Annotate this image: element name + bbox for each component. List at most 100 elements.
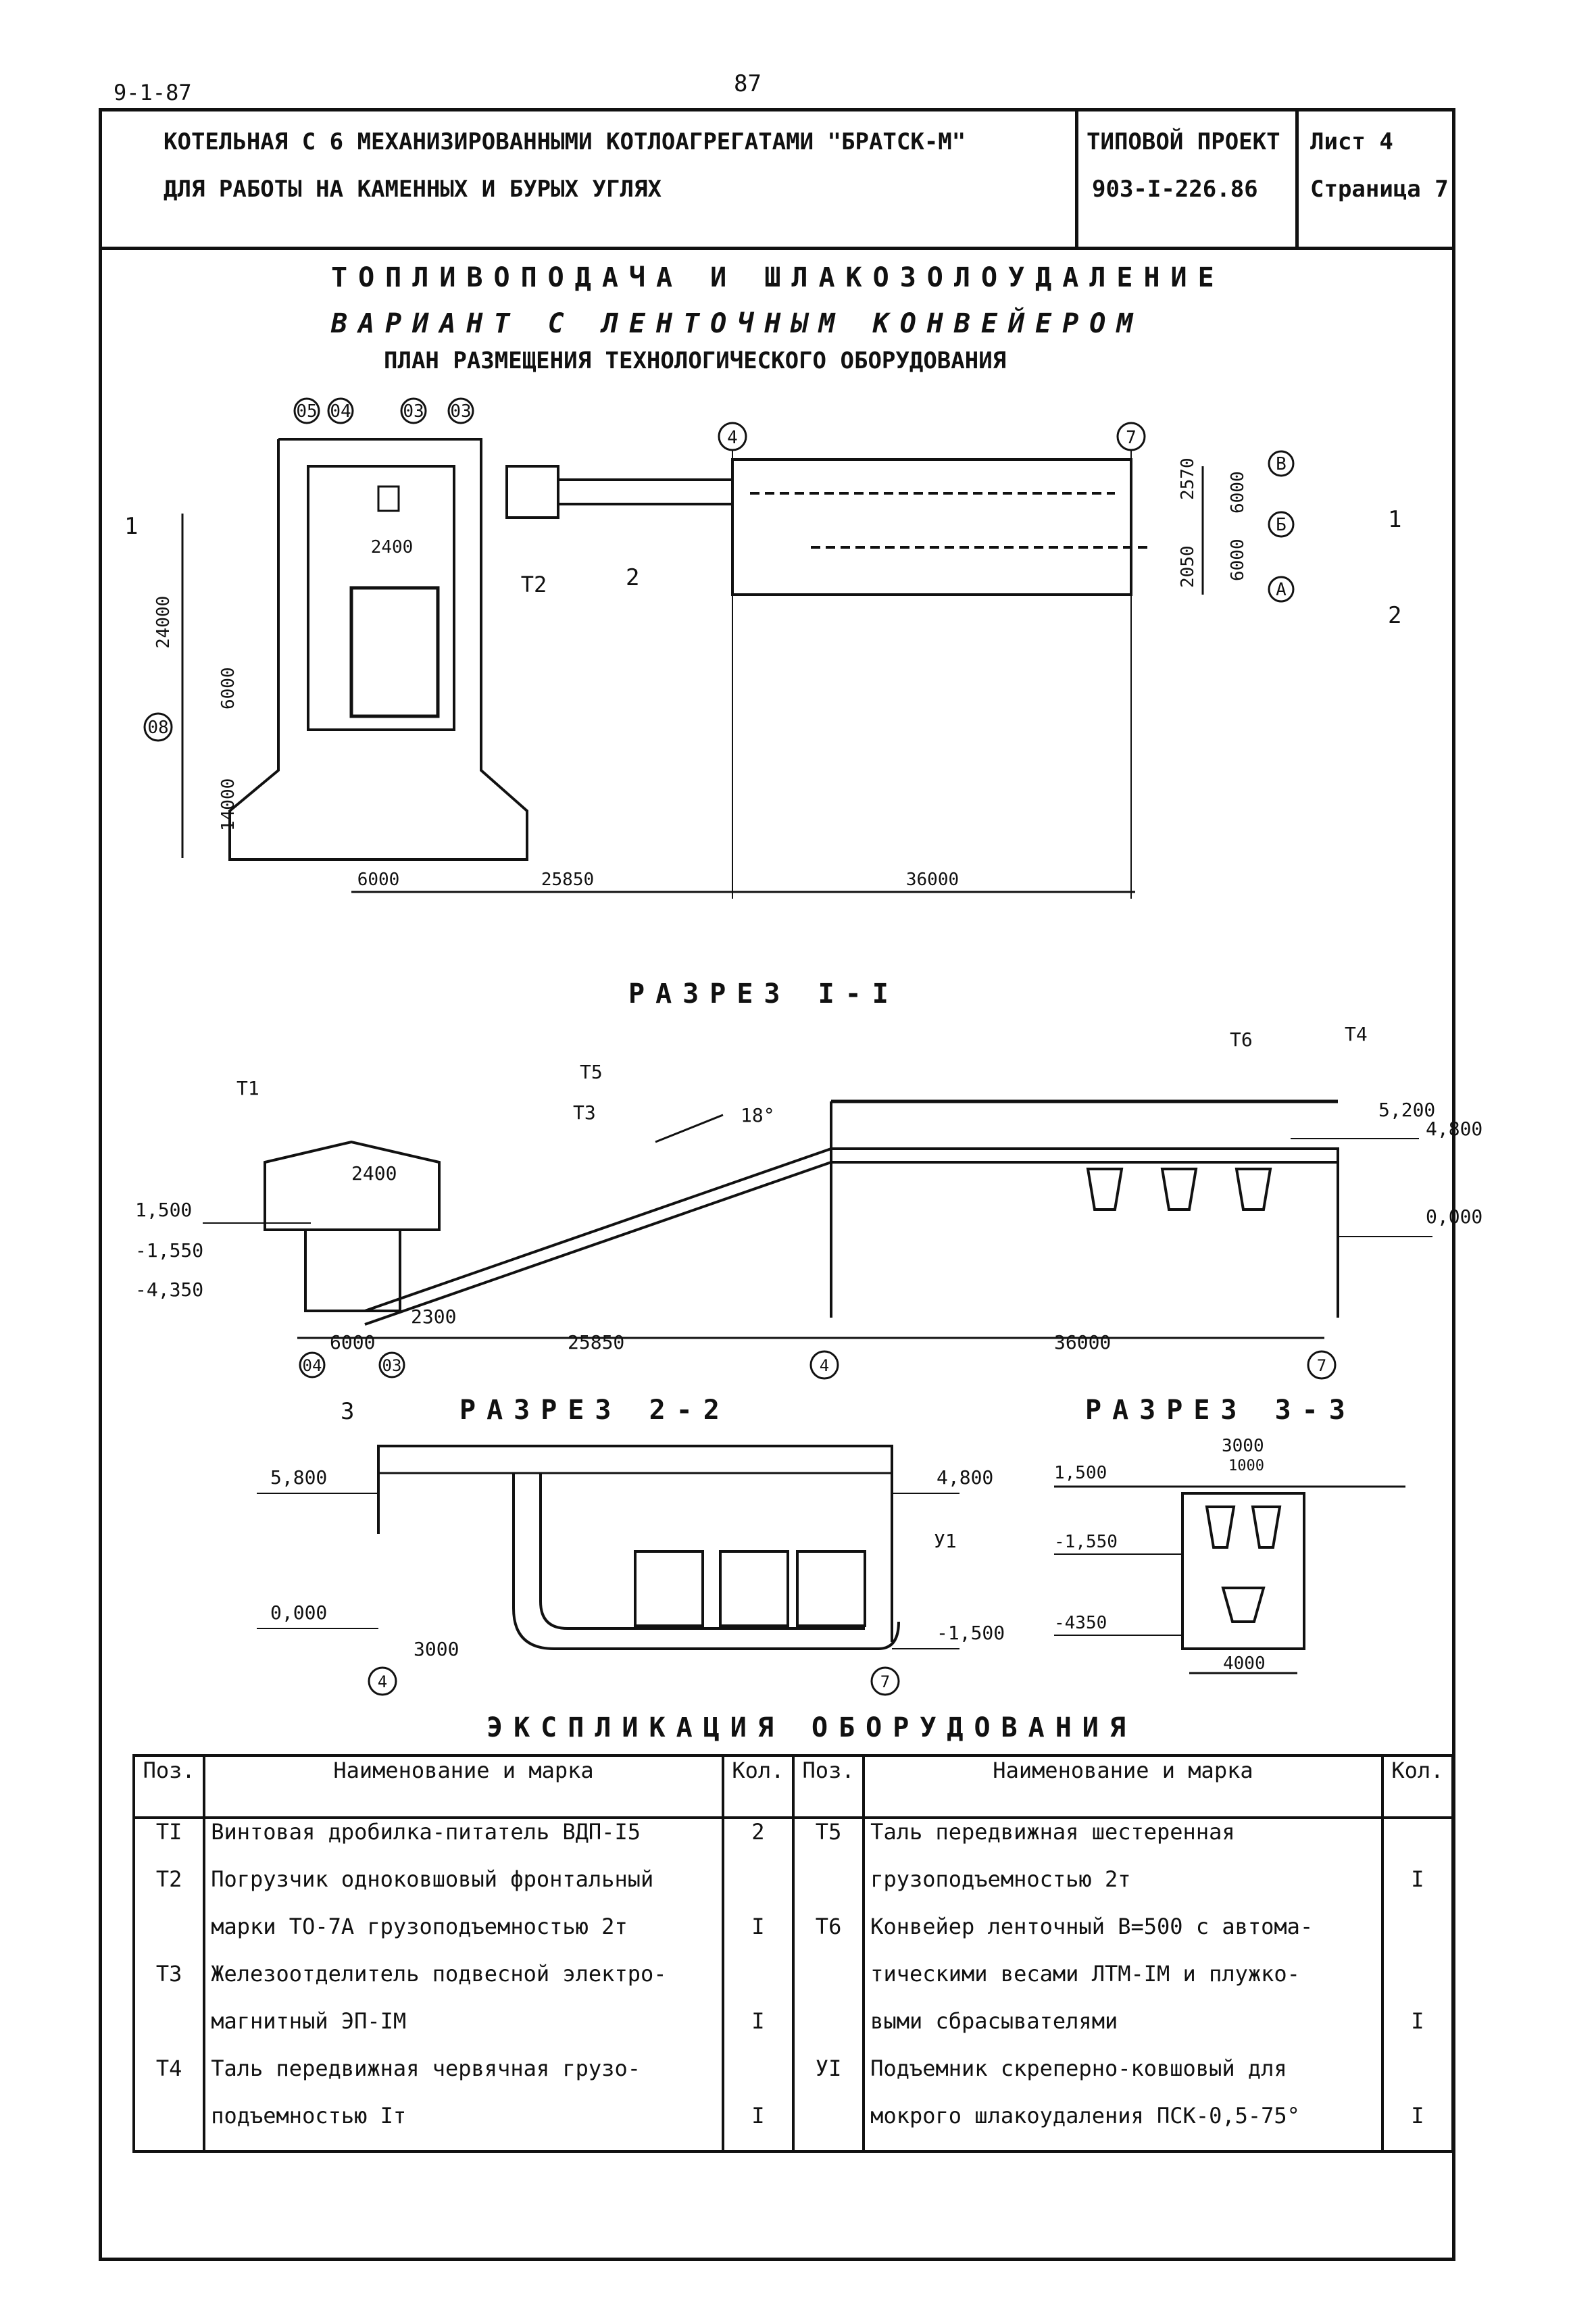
qty [1380, 1914, 1455, 1961]
corner-code: 9-1-87 [114, 80, 192, 105]
s3-dim-4000: 4000 [1223, 1653, 1266, 1674]
plan-axis-08: 08 [147, 718, 168, 738]
table-row: ТI Винтовая дробилка-питатель ВДП-I5 2 Т… [132, 1818, 1455, 1866]
s1-angle: 18° [741, 1104, 775, 1126]
plan-bunker-room [307, 465, 455, 731]
s1-level-0000: 0,000 [1426, 1205, 1482, 1228]
plan-transfer-node [505, 465, 559, 519]
plan-dim-6000: 6000 [357, 870, 400, 890]
section-3-drawing [1054, 1485, 1405, 1674]
pos [132, 1914, 206, 1961]
project-number: 903-I-226.86 [1092, 176, 1258, 203]
qty [721, 1866, 795, 1914]
section-2-drawing [257, 1445, 959, 1650]
item-name: Таль передвижная шестеренная [862, 1818, 1384, 1866]
section-2-title: РАЗРЕЗ 2-2 [459, 1395, 730, 1426]
table-row: марки ТО-7А грузоподъемностью 2т I Т6 Ко… [132, 1914, 1455, 1961]
plan-dim-6000-r2: 6000 [1228, 539, 1248, 581]
s3-dim-3000: 3000 [1222, 1436, 1264, 1456]
item-name: подъемностью Iт [203, 2103, 724, 2153]
plan-axis-03b: 03 [450, 401, 471, 422]
qty: I [1380, 2103, 1455, 2153]
pos: Т3 [132, 1961, 206, 2008]
col-pos-right: Поз. [791, 1754, 866, 1819]
qty [1380, 2056, 1455, 2103]
plan-tag-t2: Т2 [521, 572, 547, 597]
s1-tag-t6: Т6 [1230, 1028, 1253, 1051]
s1-dim-2300: 2300 [411, 1305, 456, 1328]
col-pos-left: Поз. [132, 1754, 206, 1819]
qty: I [1380, 2008, 1455, 2056]
item-name: тическими весами ЛТМ-IМ и плужко- [862, 1961, 1384, 2008]
s1-dim-2400: 2400 [351, 1162, 397, 1185]
table-row: Т2 Погрузчик одноковшовый фронтальный гр… [132, 1866, 1455, 1914]
qty: I [721, 2103, 795, 2153]
col-qty-right: Кол. [1380, 1754, 1455, 1819]
item-name: Конвейер ленточный В=500 с автома- [862, 1914, 1384, 1961]
drawing-frame [99, 108, 1455, 2261]
pos [132, 2103, 206, 2153]
s1-receiving-building [264, 1140, 441, 1231]
title-block-project: ТИПОВОЙ ПРОЕКТ 903-I-226.86 [1078, 108, 1299, 250]
s1-axis-03: 03 [382, 1356, 402, 1375]
qty [721, 1961, 795, 2008]
item-name: грузоподъемностью 2т [862, 1866, 1384, 1914]
item-name: выми сбрасывателями [862, 2008, 1384, 2056]
s3-level-1500: 1,500 [1054, 1463, 1107, 1483]
plan-dim-25850: 25850 [541, 870, 594, 890]
main-title: ТОПЛИВОПОДАЧА И ШЛАКОЗОЛОУДАЛЕНИЕ [331, 262, 1225, 293]
pos: Т6 [791, 1914, 866, 1961]
col-qty-left: Кол. [721, 1754, 795, 1819]
plan-dim-2050: 2050 [1178, 545, 1198, 588]
pos [132, 2008, 206, 2056]
pos [791, 1961, 866, 2008]
plan-axis-7: 7 [1126, 428, 1137, 448]
s2-axis-7: 7 [880, 1672, 890, 1691]
s2-level-0000: 0,000 [270, 1601, 327, 1624]
s1-level-5200: 5,200 [1378, 1099, 1435, 1121]
plan-cut-2-left: 2 [626, 564, 639, 591]
s1-tag-t1: Т1 [236, 1077, 259, 1099]
plan-dim-6000-r1: 6000 [1228, 471, 1248, 514]
plan-cut-1-right: 1 [1388, 506, 1401, 533]
plan-axis-b: Б [1276, 515, 1287, 535]
col-name-left: Наименование и марка [203, 1754, 724, 1819]
title-block-sheet: Лист 4 Страница 7 [1298, 108, 1455, 250]
s2-axis-4: 4 [378, 1672, 387, 1691]
s1-level-m1550: -1,550 [135, 1239, 203, 1262]
s2-dim-3000: 3000 [414, 1638, 459, 1660]
item-name: мокрого шлакоудаления ПСК-0,5-75° [862, 2103, 1384, 2153]
plan-dim-14000: 14000 [218, 778, 239, 831]
plan-axis-v: В [1276, 454, 1287, 474]
explication-title: ЭКСПЛИКАЦИЯ ОБОРУДОВАНИЯ [487, 1712, 1137, 1743]
pos: Т4 [132, 2056, 206, 2103]
plan-grate [377, 485, 400, 512]
page-label: Страница 7 [1310, 176, 1449, 203]
s1-tag-t4: Т4 [1345, 1023, 1368, 1045]
col-name-right: Наименование и марка [862, 1754, 1384, 1819]
equipment-table: Поз. Наименование и марка Кол. Поз. Наим… [132, 1754, 1455, 2153]
plan-dim-36000: 36000 [906, 870, 959, 890]
pos: Т2 [132, 1866, 206, 1914]
plan-dim-2400: 2400 [371, 537, 414, 557]
item-name: Таль передвижная червячная грузо- [203, 2056, 724, 2103]
plan-axis-04: 04 [330, 401, 351, 422]
s1-pit [304, 1228, 401, 1312]
plan-dim-24000: 24000 [153, 596, 174, 649]
s2-level-5800: 5,800 [270, 1466, 327, 1489]
s1-level-1500: 1,500 [135, 1199, 192, 1221]
qty [721, 2056, 795, 2103]
plan-axis-03a: 03 [403, 401, 424, 422]
plan-dim-2570: 2570 [1178, 457, 1198, 500]
section-1-drawing [203, 1099, 1432, 1339]
s1-axis-4: 4 [820, 1356, 829, 1375]
item-name: Винтовая дробилка-питатель ВДП-I5 [203, 1818, 724, 1866]
table-row: магнитный ЭП-IМ I выми сбрасывателями I [132, 2008, 1455, 2056]
table-row: Т3 Железоотделитель подвесной электро- т… [132, 1961, 1455, 2008]
s1-cut-3: 3 [341, 1398, 354, 1425]
s1-axis-7: 7 [1317, 1356, 1326, 1375]
item-name: марки ТО-7А грузоподъемностью 2т [203, 1914, 724, 1961]
s2-level-m1500: -1,500 [937, 1622, 1005, 1644]
s1-axis-04: 04 [303, 1356, 322, 1375]
page-number: 87 [734, 70, 762, 97]
